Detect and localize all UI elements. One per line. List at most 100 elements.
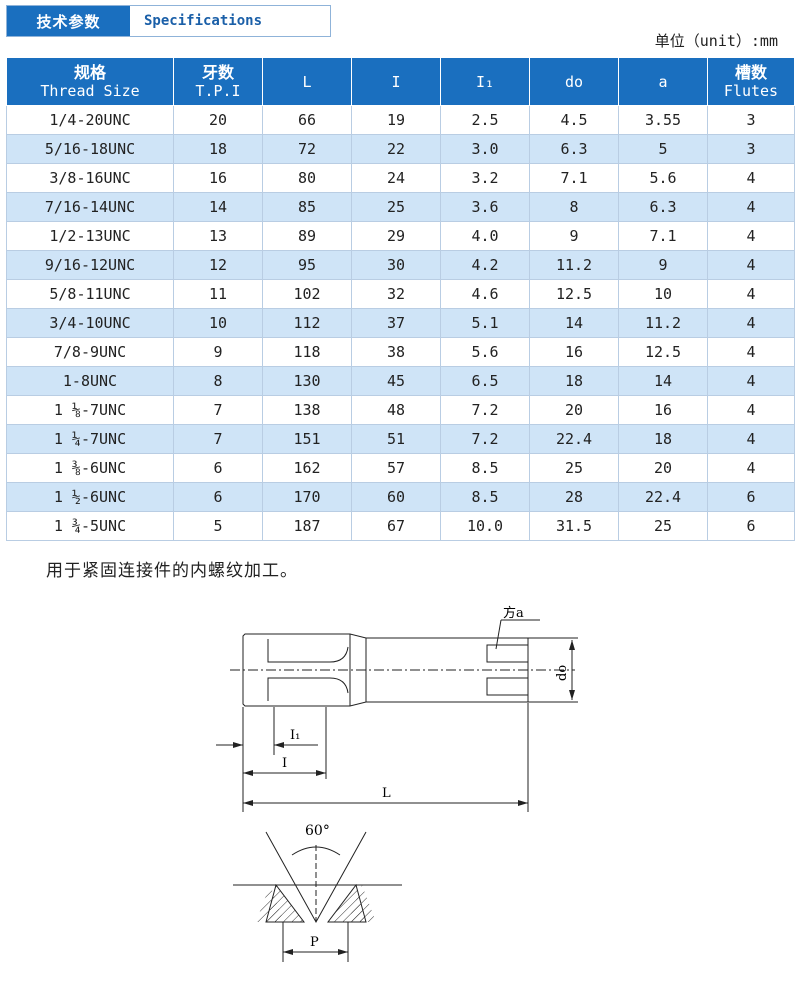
column-header-en: Thread Size: [40, 81, 140, 100]
table-cell: 57: [351, 453, 441, 483]
table-cell: 151: [262, 424, 352, 454]
label-P: P: [310, 935, 319, 950]
table-cell: 9/16-12UNC: [6, 250, 174, 280]
table-cell: 31.5: [529, 511, 619, 541]
table-cell: 1/4-20UNC: [6, 105, 174, 135]
table-cell: 1/2-13UNC: [6, 221, 174, 251]
table-cell: 8.5: [440, 453, 530, 483]
table-cell: 45: [351, 366, 441, 396]
table-cell: 18: [618, 424, 708, 454]
table-cell: 3: [707, 134, 795, 164]
table-cell: 25: [618, 511, 708, 541]
table-cell: 29: [351, 221, 441, 251]
table-cell: 28: [529, 482, 619, 512]
table-cell: 4: [707, 337, 795, 367]
table-cell: 25: [529, 453, 619, 483]
table-cell: 5.6: [440, 337, 530, 367]
table-cell: 5.1: [440, 308, 530, 338]
table-cell: 66: [262, 105, 352, 135]
label-do: do: [555, 665, 570, 681]
table-cell: 11: [173, 279, 263, 309]
table-cell: 20: [173, 105, 263, 135]
table-cell: 48: [351, 395, 441, 425]
table-cell: 10: [618, 279, 708, 309]
table-cell: 138: [262, 395, 352, 425]
table-cell: 4.5: [529, 105, 619, 135]
table-cell: 7: [173, 395, 263, 425]
table-cell: 4: [707, 163, 795, 193]
label-I: I: [282, 756, 287, 771]
table-cell: 85: [262, 192, 352, 222]
column-header: L: [262, 57, 352, 106]
table-cell: 32: [351, 279, 441, 309]
table-cell: 8: [529, 192, 619, 222]
table-cell: 16: [529, 337, 619, 367]
table-cell: 60: [351, 482, 441, 512]
table-cell: 6: [173, 453, 263, 483]
table-cell: 4.6: [440, 279, 530, 309]
table-cell: 3.55: [618, 105, 708, 135]
label-angle: 60°: [305, 823, 330, 839]
table-cell: 12.5: [529, 279, 619, 309]
section-header: 技术参数 Specifications: [6, 5, 331, 37]
table-cell: 6: [707, 482, 795, 512]
table-cell: 10: [173, 308, 263, 338]
table-cell: 4.0: [440, 221, 530, 251]
table-cell: 11.2: [618, 308, 708, 338]
table-cell: 95: [262, 250, 352, 280]
table-cell: 5/16-18UNC: [6, 134, 174, 164]
column-header-cn: 牙数: [201, 62, 234, 82]
table-cell: 16: [173, 163, 263, 193]
table-cell: 1 ½-6UNC: [6, 482, 174, 512]
table-cell: 80: [262, 163, 352, 193]
table-cell: 20: [529, 395, 619, 425]
table-cell: 1 ¼-7UNC: [6, 424, 174, 454]
table-cell: 7.2: [440, 395, 530, 425]
table-cell: 4: [707, 279, 795, 309]
table-cell: 3.0: [440, 134, 530, 164]
table-cell: 8.5: [440, 482, 530, 512]
label-L: L: [382, 786, 391, 801]
table-cell: 3.6: [440, 192, 530, 222]
table-cell: 4: [707, 453, 795, 483]
table-cell: 6: [707, 511, 795, 541]
table-cell: 22.4: [529, 424, 619, 454]
column-header-en: I₁: [475, 72, 495, 91]
label-square-a: 方a: [503, 605, 524, 621]
table-cell: 4: [707, 424, 795, 454]
table-cell: 118: [262, 337, 352, 367]
table-cell: 6.3: [529, 134, 619, 164]
table-cell: 14: [173, 192, 263, 222]
table-cell: 6.3: [618, 192, 708, 222]
table-cell: 19: [351, 105, 441, 135]
column-header-en: L: [302, 72, 312, 91]
table-cell: 187: [262, 511, 352, 541]
table-cell: 5.6: [618, 163, 708, 193]
table-cell: 22: [351, 134, 441, 164]
table-cell: 3/8-16UNC: [6, 163, 174, 193]
table-cell: 3/4-10UNC: [6, 308, 174, 338]
table-cell: 4: [707, 221, 795, 251]
table-cell: 16: [618, 395, 708, 425]
table-cell: 38: [351, 337, 441, 367]
table-cell: 5: [173, 511, 263, 541]
table-cell: 9: [173, 337, 263, 367]
unit-label: 单位（unit）:mm: [654, 32, 778, 50]
table-cell: 13: [173, 221, 263, 251]
table-cell: 67: [351, 511, 441, 541]
table-cell: 7.2: [440, 424, 530, 454]
table-cell: 20: [618, 453, 708, 483]
column-header: I₁: [440, 57, 530, 106]
column-header-cn: 规格: [73, 62, 106, 82]
table-cell: 6: [173, 482, 263, 512]
